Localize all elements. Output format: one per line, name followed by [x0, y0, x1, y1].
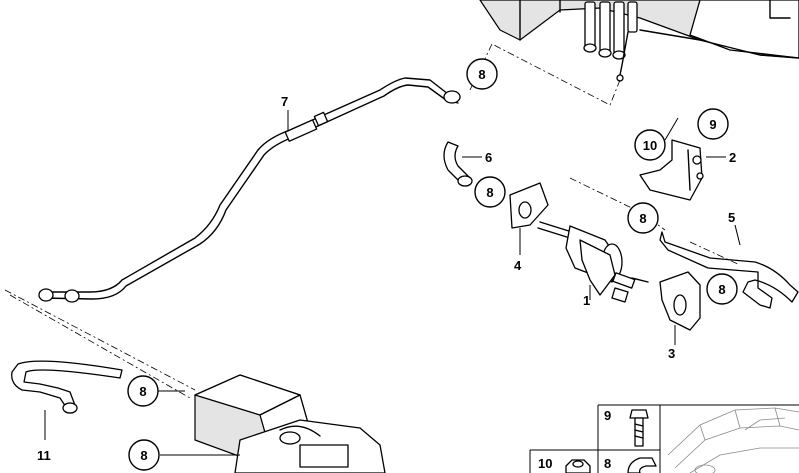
legend-item-9-label: 9	[604, 408, 611, 423]
bracket-part-2	[639, 139, 704, 201]
svg-text:8: 8	[718, 282, 725, 297]
hose-part-5	[659, 231, 799, 309]
clamp-icon	[627, 457, 657, 473]
svg-text:8: 8	[639, 211, 646, 226]
svg-text:8: 8	[139, 384, 146, 399]
connector-pins	[583, 1, 638, 82]
fuel-pump-part-1	[537, 221, 649, 303]
svg-text:8: 8	[486, 185, 493, 200]
bolt-icon	[629, 409, 649, 447]
leader-10	[664, 117, 679, 141]
callout-8-lower-a: 8	[127, 375, 159, 407]
hose-part-6	[443, 141, 473, 187]
callout-9: 9	[697, 108, 729, 140]
svg-text:8: 8	[478, 67, 485, 82]
callout-8-mid: 8	[627, 202, 659, 234]
ref-line-mid-2	[689, 241, 741, 266]
label-part-2: 2	[729, 150, 736, 165]
ref-line-lower-2	[9, 294, 191, 399]
legend-item-10-label: 10	[538, 456, 552, 471]
ref-line-top	[491, 43, 621, 106]
ref-line-lower	[4, 289, 196, 391]
callout-8-top: 8	[466, 58, 498, 90]
callout-8-mid-left: 8	[474, 176, 506, 208]
svg-text:9: 9	[709, 117, 716, 132]
heater-module	[194, 374, 386, 473]
label-part-5: 5	[728, 210, 735, 225]
legend-table: 9 10 8	[529, 404, 799, 473]
callout-8-lower-b: 8	[128, 439, 160, 471]
label-part-3: 3	[668, 346, 675, 361]
label-part-7: 7	[281, 94, 288, 109]
leader-5	[734, 224, 741, 246]
fuel-line-part-7	[38, 77, 461, 303]
svg-text:8: 8	[140, 448, 147, 463]
bracket-part-4	[509, 182, 549, 229]
label-part-6: 6	[485, 150, 492, 165]
bracket-part-3	[659, 271, 701, 331]
svg-text:10: 10	[643, 138, 657, 153]
legend-item-8-label: 8	[604, 456, 611, 471]
nut-icon	[565, 459, 591, 473]
label-part-4: 4	[514, 258, 522, 273]
callout-10: 10	[634, 129, 666, 161]
engine-housing	[479, 0, 799, 82]
label-part-1: 1	[583, 293, 590, 308]
hose-part-11	[11, 360, 123, 414]
callout-8-right: 8	[706, 273, 738, 305]
label-part-11: 11	[37, 448, 51, 463]
car-outline-icon	[667, 407, 799, 473]
